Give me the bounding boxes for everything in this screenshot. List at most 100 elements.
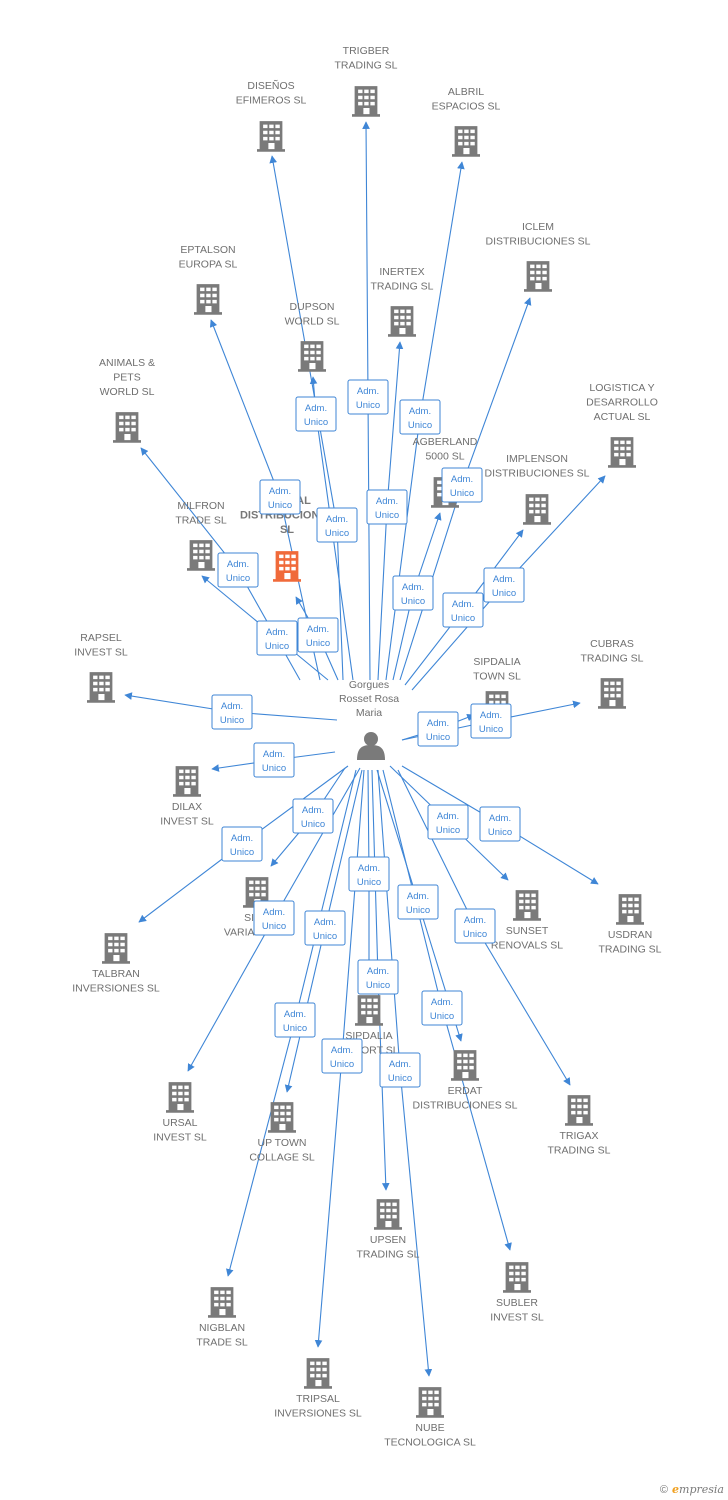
building-icon <box>524 261 552 292</box>
building-icon <box>173 766 201 797</box>
role-badge[interactable]: Adm.Unico <box>253 742 295 778</box>
company-node-subler[interactable]: SUBLER INVEST SL <box>490 1262 544 1324</box>
company-name: ANIMALS & <box>99 357 155 369</box>
role-badge[interactable]: Adm.Unico <box>427 804 469 840</box>
badge-line1: Adm. <box>305 403 327 414</box>
role-badge[interactable]: Adm.Unico <box>217 552 259 588</box>
company-name: DUPSON <box>290 301 335 313</box>
role-badges: Adm.UnicoAdm.UnicoAdm.UnicoAdm.UnicoAdm.… <box>211 379 525 1088</box>
company-name: ERDAT <box>448 1085 483 1097</box>
building-icon <box>598 678 626 709</box>
role-badge[interactable]: Adm.Unico <box>274 1002 316 1038</box>
building-icon <box>608 437 636 468</box>
role-badge[interactable]: Adm.Unico <box>441 467 483 503</box>
company-name: DISTRIBUCIONES SL <box>412 1100 517 1112</box>
building-icon <box>616 894 644 925</box>
badge-line1: Adm. <box>358 863 380 874</box>
company-name: INVEST SL <box>490 1312 544 1324</box>
company-name: WORLD SL <box>100 386 155 398</box>
role-badge[interactable]: Adm.Unico <box>297 617 339 653</box>
role-badge[interactable]: Adm.Unico <box>316 507 358 543</box>
role-badge[interactable]: Adm.Unico <box>421 990 463 1026</box>
role-badge[interactable]: Adm.Unico <box>304 910 346 946</box>
company-node-trigax[interactable]: TRIGAX TRADING SL <box>547 1095 611 1157</box>
company-name: EPTALSON <box>180 244 235 256</box>
badge-line2: Unico <box>226 573 250 584</box>
role-badge[interactable]: Adm.Unico <box>295 396 337 432</box>
role-badge[interactable]: Adm.Unico <box>292 798 334 834</box>
badge-line1: Adm. <box>331 1045 353 1056</box>
role-badge[interactable]: Adm.Unico <box>442 592 484 628</box>
role-badge[interactable]: Adm.Unico <box>470 703 512 739</box>
role-badge[interactable]: Adm. Unico <box>321 1038 363 1074</box>
role-badge[interactable]: Adm.Unico <box>259 479 301 515</box>
role-badge[interactable]: Adm.Unico <box>479 806 521 842</box>
role-badge[interactable]: Adm.Unico <box>379 1052 421 1088</box>
company-name: SIPDALIA <box>473 656 520 668</box>
role-badge[interactable]: Adm.Unico <box>417 711 459 747</box>
badge-line2: Unico <box>268 500 292 511</box>
role-badge[interactable]: Adm.Unico <box>253 900 295 936</box>
role-badge[interactable]: Adm.Unico <box>397 884 439 920</box>
role-badge[interactable]: Adm.Unico <box>221 826 263 862</box>
role-badge[interactable]: Adm.Unico <box>347 379 389 415</box>
building-icon <box>298 341 326 372</box>
role-badge[interactable]: Adm.Unico <box>357 959 399 995</box>
role-badge[interactable]: Adm.Unico <box>454 908 496 944</box>
badge-line2: Unico <box>366 980 390 991</box>
person-name: Maria <box>356 707 382 719</box>
badge-line2: Unico <box>313 931 337 942</box>
role-badge[interactable]: Adm.Unico <box>211 694 253 730</box>
badge-line2: Unico <box>436 825 460 836</box>
role-badge[interactable]: Adm.Unico <box>483 567 525 603</box>
company-name: TRADING SL <box>547 1145 610 1157</box>
company-name: TRADING SL <box>356 1249 419 1261</box>
company-name: SUBLER <box>496 1297 538 1309</box>
company-name: UPSEN <box>370 1234 406 1246</box>
badge-line1: Adm. <box>409 406 431 417</box>
role-badge[interactable]: Adm.Unico <box>348 856 390 892</box>
brand-footer[interactable]: ©empresia <box>660 1483 724 1496</box>
badge-line1: Adm. <box>464 915 486 926</box>
person-name: Rosset Rosa <box>339 693 399 705</box>
role-badge[interactable]: Adm.Unico <box>392 575 434 611</box>
badge-line2: Unico <box>388 1073 412 1084</box>
badge-line1: Adm. <box>431 997 453 1008</box>
company-name: TRIGAX <box>559 1130 598 1142</box>
badge-line2: Unico <box>330 1059 354 1070</box>
company-node-upsen[interactable]: UPSEN TRADING SL <box>356 1199 420 1261</box>
company-name: RAPSEL <box>80 632 122 644</box>
role-badge[interactable]: Adm.Unico <box>399 399 441 435</box>
role-badge[interactable]: Adm.Unico <box>366 489 408 525</box>
company-name: SUNSET <box>506 925 549 937</box>
company-node-erdat[interactable]: ERDAT DISTRIBUCIONES SL <box>412 1050 518 1112</box>
role-badge[interactable]: Adm.Unico <box>256 620 298 656</box>
copyright-symbol: © <box>659 1484 669 1496</box>
